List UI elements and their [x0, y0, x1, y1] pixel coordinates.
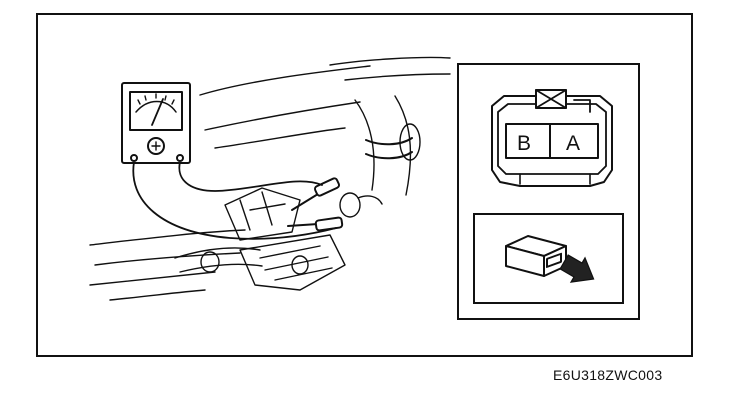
- test-leads: [132, 161, 337, 240]
- detail-panel: [457, 63, 640, 320]
- connector-face-icon: B A: [491, 89, 613, 187]
- terminal-b-label: B: [517, 132, 531, 155]
- harness-illustration: [89, 56, 451, 301]
- arrow-icon: [559, 254, 595, 283]
- view-direction-box: [473, 213, 624, 304]
- multimeter-icon: [121, 82, 191, 164]
- connector-block-icon: [505, 235, 567, 277]
- figure-code: E6U318ZWC003: [553, 367, 663, 383]
- terminal-a-label: A: [566, 132, 580, 155]
- outer-frame: [36, 13, 693, 357]
